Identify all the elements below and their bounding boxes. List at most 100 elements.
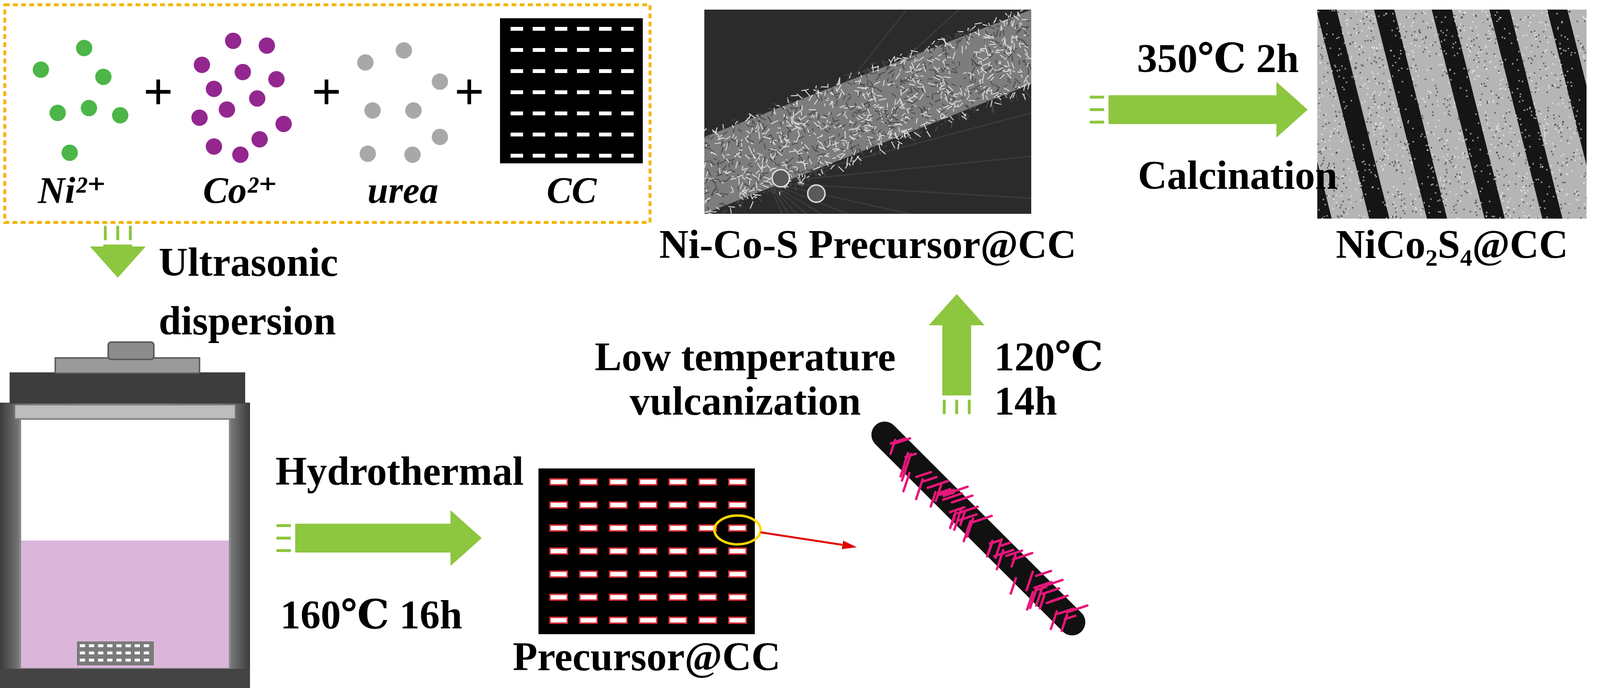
nanoflake: [831, 165, 835, 168]
surface-grain: [1474, 209, 1476, 212]
nanoflake: [730, 186, 734, 192]
nanoflake: [780, 191, 784, 192]
nanoflake: [750, 143, 754, 145]
nanoflake: [935, 40, 940, 45]
nanoflake: [815, 90, 823, 94]
nanoflake: [746, 124, 749, 126]
weave-gap: [599, 111, 612, 116]
surface-grain: [1374, 103, 1376, 106]
nanoflake: [838, 153, 844, 155]
nanoflake: [764, 143, 766, 150]
microsphere: [772, 169, 790, 188]
nanoflake: [968, 74, 971, 76]
nanoflake: [866, 115, 870, 120]
surface-grain: [1513, 74, 1515, 76]
surface-grain: [1321, 217, 1324, 219]
nanoflake: [756, 113, 765, 115]
nanoflake: [857, 90, 859, 96]
surface-grain: [1370, 97, 1372, 99]
nanoflake: [900, 80, 909, 82]
weave-gap: [621, 153, 634, 158]
nanoflake: [894, 100, 896, 106]
nanoflake: [1026, 63, 1029, 67]
nanoflake: [782, 146, 789, 148]
nanoflake: [896, 99, 900, 105]
nanoflake: [982, 63, 989, 66]
nanoflake: [986, 89, 988, 95]
surface-grain: [1475, 148, 1477, 150]
charging-streak: [769, 182, 1032, 203]
nanoflake: [888, 137, 893, 139]
nanoflake: [927, 56, 934, 61]
nanoflake: [792, 169, 797, 175]
surface-grain: [1494, 42, 1497, 44]
surface-grain: [1325, 88, 1328, 91]
weave-gap: [79, 651, 86, 655]
nanoflake: [987, 24, 990, 29]
nanoflake: [894, 117, 898, 121]
nanoflake: [1004, 57, 1007, 61]
nanoflake: [1018, 12, 1021, 17]
nanoflake: [722, 154, 725, 159]
coated-weave-gap: [639, 571, 657, 578]
nanoflake: [753, 149, 755, 153]
nanoflake: [917, 86, 924, 88]
surface-grain: [1525, 129, 1527, 131]
nanoflake: [1020, 9, 1024, 12]
nanoflake: [871, 114, 873, 118]
surface-grain: [1321, 58, 1324, 60]
nanoflake: [710, 150, 714, 152]
nanoflake: [919, 93, 924, 100]
nanoflake: [738, 177, 740, 186]
nanoflake: [872, 87, 873, 93]
surface-grain: [1357, 170, 1359, 173]
nanoflake: [967, 27, 969, 31]
surface-grain: [1453, 86, 1456, 88]
surface-grain: [1427, 176, 1429, 178]
surface-grain: [1467, 190, 1470, 192]
nanoflake: [769, 158, 775, 163]
surface-grain: [1373, 23, 1375, 25]
surface-grain: [1535, 178, 1538, 181]
nanoflake: [914, 74, 918, 76]
nanoflake: [852, 127, 858, 131]
surface-grain: [1384, 204, 1386, 206]
surface-grain: [1463, 152, 1466, 155]
nanoflake: [890, 81, 894, 83]
nanoflake: [831, 100, 834, 104]
nanoflake: [878, 98, 887, 100]
surface-grain: [1387, 95, 1390, 98]
nanoflake: [718, 178, 721, 183]
nanoflake: [754, 197, 758, 199]
nanoflake: [846, 158, 848, 166]
nanoflake: [837, 112, 842, 116]
surface-grain: [1443, 214, 1446, 216]
nanoflake: [723, 144, 725, 147]
surface-grain: [1504, 88, 1507, 90]
nanoflake: [745, 154, 750, 160]
surface-grain: [1407, 122, 1409, 124]
nanoflake: [777, 139, 780, 141]
nanoflake: [766, 159, 768, 164]
nanoflake: [907, 132, 911, 137]
nanoflake: [779, 191, 780, 196]
nanoflake: [763, 136, 772, 139]
nanowire: [957, 514, 977, 522]
nanoflake: [870, 91, 873, 99]
nanoflake: [993, 84, 1000, 88]
surface-grain: [1321, 55, 1324, 58]
nanoflake: [722, 165, 727, 171]
nanoflake: [1002, 39, 1005, 47]
coated-weave-gap: [639, 479, 657, 486]
nanoflake: [900, 98, 901, 102]
nanoflake: [777, 127, 781, 129]
nanoflake: [965, 112, 970, 117]
nanoflake: [878, 143, 881, 151]
surface-grain: [1494, 112, 1496, 114]
nanoflake: [962, 72, 967, 75]
surface-grain: [1440, 48, 1442, 50]
nanoflake: [974, 56, 983, 60]
surface-grain: [1450, 35, 1452, 37]
nanoflake: [900, 68, 901, 72]
surface-grain: [1443, 145, 1446, 148]
